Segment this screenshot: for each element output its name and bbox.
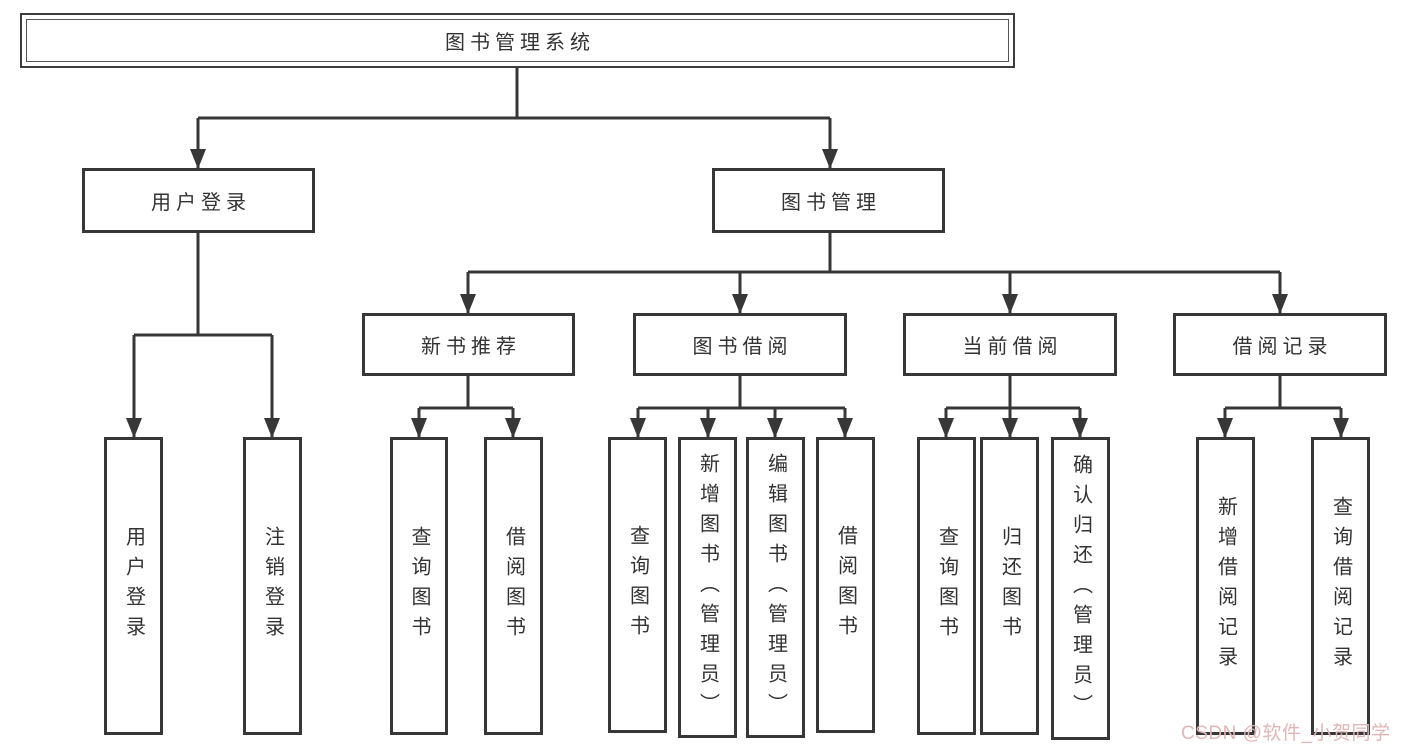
csdn-watermark: CSDN @软件_小贺同学 bbox=[1181, 723, 1391, 744]
leaf-add-borrow-record: 新增借阅记录 bbox=[1196, 437, 1255, 735]
node-label: 用户登录 bbox=[151, 192, 251, 214]
node-user-login: 用户登录 bbox=[82, 168, 315, 233]
node-current-borrowing: 当前借阅 bbox=[903, 313, 1117, 376]
node-book-borrowing: 图书借阅 bbox=[633, 313, 847, 376]
leaf-label: 新增借阅记录 bbox=[1214, 496, 1237, 676]
leaf-label: 查询图书 bbox=[626, 525, 649, 645]
leaf-query-borrow-record: 查询借阅记录 bbox=[1311, 437, 1370, 735]
leaf-borrow-books-recommend: 借阅图书 bbox=[484, 437, 543, 735]
node-book-management-system: 图书管理系统 bbox=[20, 13, 1015, 68]
leaf-query-books-recommend: 查询图书 bbox=[390, 437, 448, 735]
leaf-label: 用户登录 bbox=[122, 526, 145, 646]
leaf-add-books-admin: 新增图书（管理员） bbox=[678, 437, 737, 738]
leaf-query-books-current: 查询图书 bbox=[917, 437, 976, 735]
leaf-label: 查询借阅记录 bbox=[1329, 496, 1352, 676]
leaf-edit-books-admin: 编辑图书（管理员） bbox=[746, 437, 805, 738]
leaf-label: 查询图书 bbox=[935, 526, 958, 646]
leaf-label: 编辑图书（管理员） bbox=[764, 452, 787, 723]
node-label: 图书管理系统 bbox=[445, 32, 595, 54]
leaf-query-books-borrowing: 查询图书 bbox=[608, 437, 667, 733]
leaf-label: 查询图书 bbox=[408, 526, 430, 646]
node-new-book-recommend: 新书推荐 bbox=[362, 313, 575, 376]
leaf-label: 注销登录 bbox=[261, 526, 284, 646]
node-label: 当前借阅 bbox=[962, 336, 1063, 358]
node-label: 图书借阅 bbox=[692, 336, 793, 358]
node-borrow-records: 借阅记录 bbox=[1173, 313, 1387, 376]
leaf-borrow-books: 借阅图书 bbox=[816, 437, 875, 733]
leaf-logout: 注销登录 bbox=[243, 437, 302, 735]
leaf-return-books: 归还图书 bbox=[980, 437, 1039, 735]
node-label: 新书推荐 bbox=[421, 336, 521, 358]
node-book-management: 图书管理 bbox=[712, 168, 945, 233]
leaf-label: 借阅图书 bbox=[502, 526, 525, 646]
leaf-label: 确认归还（管理员） bbox=[1069, 453, 1092, 724]
leaf-label: 归还图书 bbox=[998, 526, 1021, 646]
leaf-label: 新增图书（管理员） bbox=[696, 452, 719, 723]
leaf-label: 借阅图书 bbox=[834, 525, 857, 645]
node-label: 图书管理 bbox=[781, 192, 881, 214]
node-label: 借阅记录 bbox=[1232, 336, 1333, 358]
leaf-confirm-return-admin: 确认归还（管理员） bbox=[1051, 437, 1110, 740]
leaf-user-login: 用户登录 bbox=[104, 437, 163, 735]
